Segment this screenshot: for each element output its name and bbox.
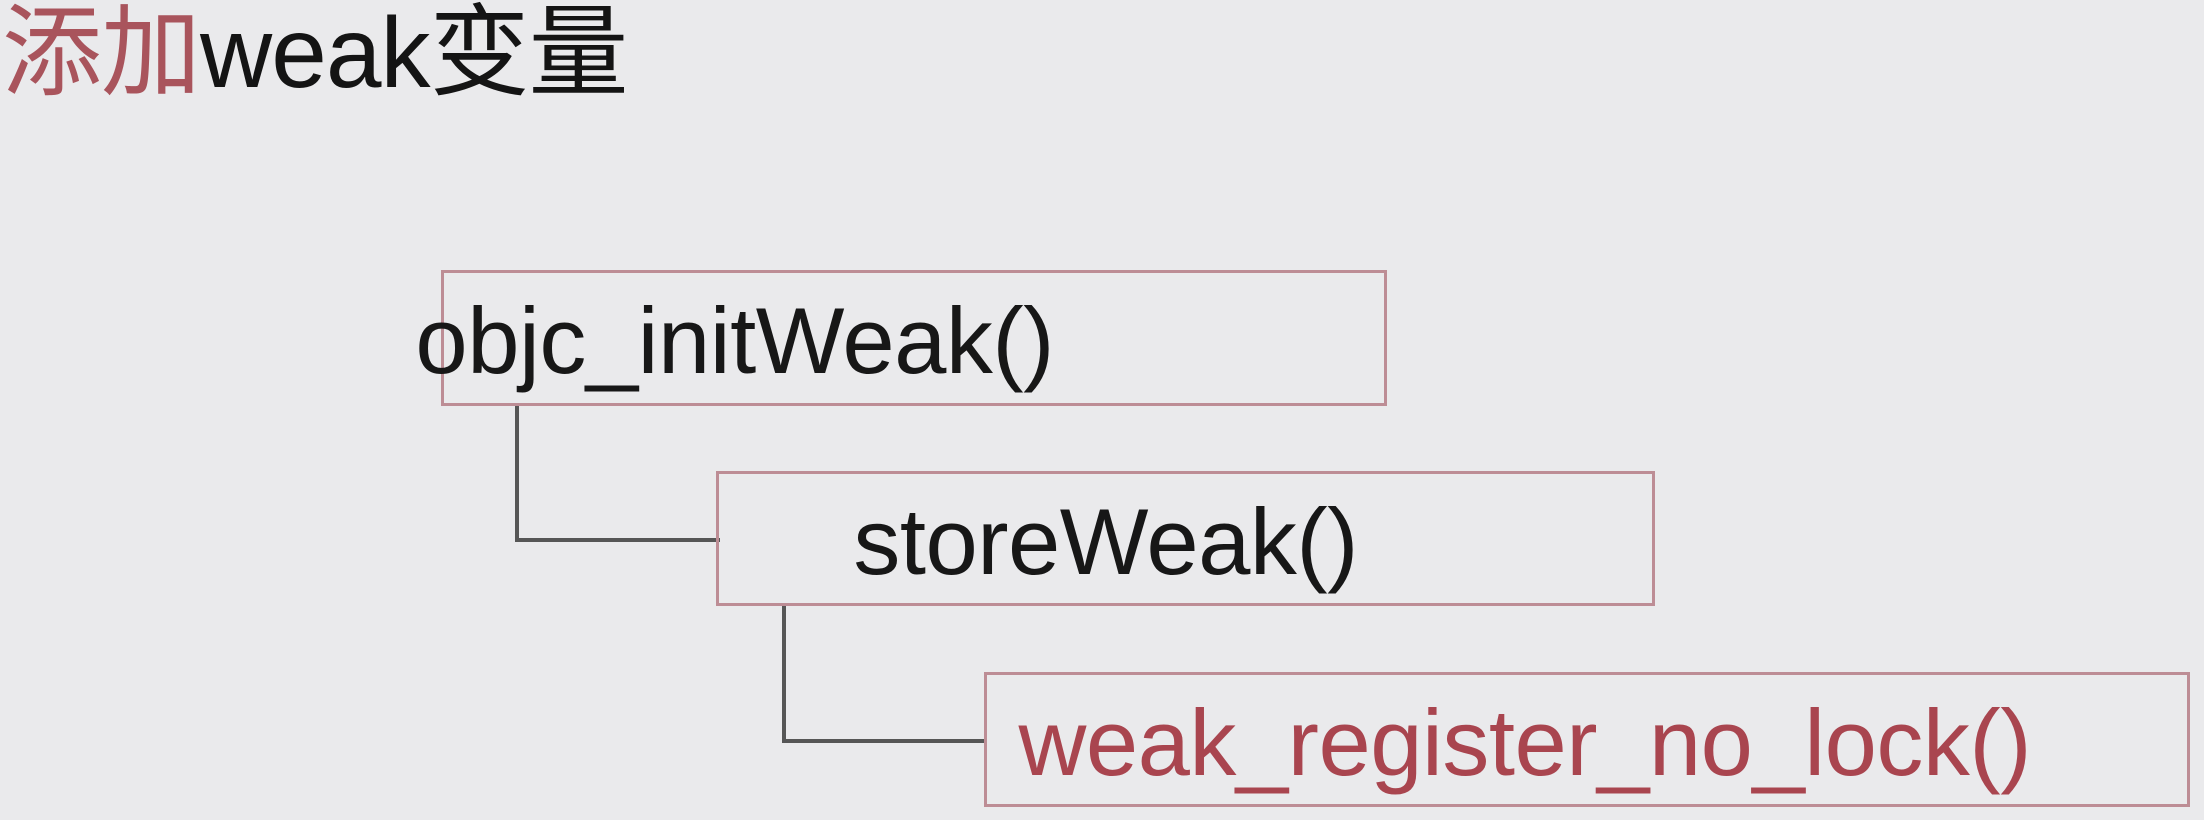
page-title-plain: weak变量 [200,0,628,109]
flow-node-store-weak[interactable]: storeWeak() [716,471,1655,606]
flow-node-objc-init-weak[interactable]: objc_initWeak() [415,270,1387,406]
flow-node-weak-register-no-lock[interactable]: weak_register_no_lock() [984,672,2190,807]
connector-horizontal-segment [782,739,987,743]
flow-node-label: objc_initWeak() [415,288,1054,393]
connector-vertical-segment [782,604,786,743]
connector-vertical-segment [515,404,519,542]
page-title-accent: 添加 [2,0,201,109]
connector-horizontal-segment [515,538,720,542]
flow-node-label: weak_register_no_lock() [1018,689,2031,795]
page-title: 添加weak变量 [2,0,628,112]
flow-node-label: storeWeak() [853,488,1358,594]
